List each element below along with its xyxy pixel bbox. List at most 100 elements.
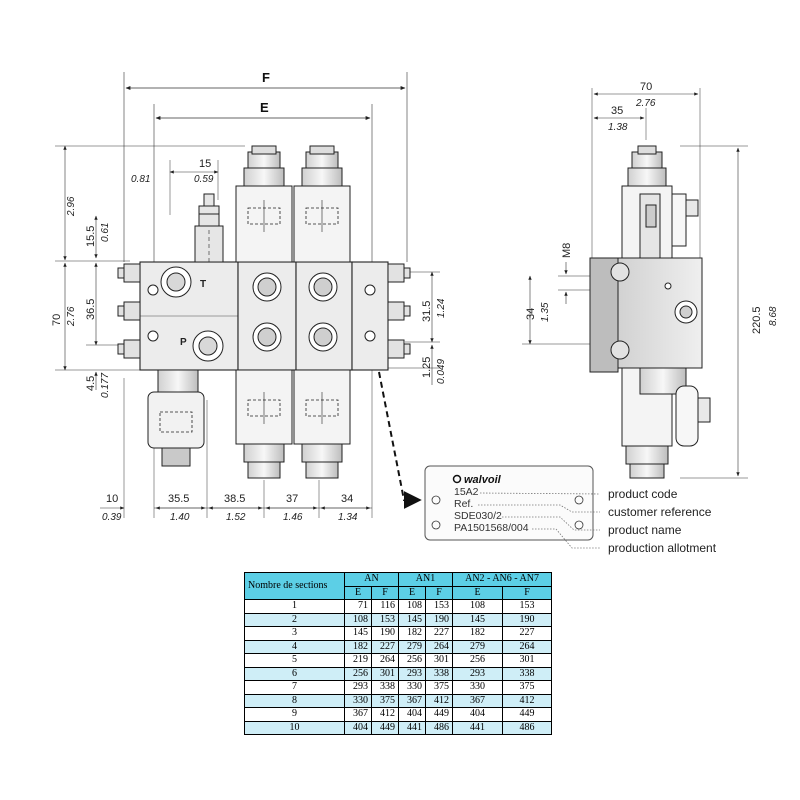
side-dim-70-mm: 70 bbox=[640, 81, 652, 93]
table-subheader-f: F bbox=[425, 585, 454, 600]
table-cell: 153 bbox=[370, 612, 400, 627]
dim-bottom-1-40-in: 1.40 bbox=[170, 512, 190, 523]
work-ports bbox=[147, 266, 376, 362]
relief-valve bbox=[194, 193, 224, 263]
table-cell: 449 bbox=[370, 720, 400, 735]
table-cell: 330 bbox=[452, 680, 504, 695]
nameplate: walvoil 15A2 Ref. SDE030/2 PA1501568/004 bbox=[424, 465, 594, 541]
table-cell: 293 bbox=[398, 666, 427, 681]
side-dim-220-5-mm: 220.5 bbox=[751, 306, 763, 334]
table-cell: 108 bbox=[398, 599, 427, 614]
table-cell: 338 bbox=[502, 666, 553, 681]
callout-customer-reference: customer reference bbox=[608, 505, 712, 519]
nameplate-product-name: SDE030/2 bbox=[454, 510, 502, 522]
table-cell: 404 bbox=[452, 707, 504, 722]
table-cell: 10 bbox=[244, 720, 345, 735]
callout-leaders bbox=[478, 492, 601, 549]
table-group-an2-an6-an7: AN2 - AN6 - AN7 bbox=[452, 572, 553, 587]
table-cell: 5 bbox=[244, 653, 345, 668]
table-cell: 145 bbox=[398, 612, 427, 627]
table-cell: 153 bbox=[425, 599, 454, 614]
table-cell: 227 bbox=[502, 626, 553, 641]
table-cell: 190 bbox=[425, 612, 454, 627]
table-cell: 412 bbox=[502, 693, 553, 708]
table-cell: 375 bbox=[370, 693, 400, 708]
dim-left-15-5-mm: 15.5 bbox=[85, 226, 97, 247]
callout-product-name: product name bbox=[608, 523, 682, 537]
table-cell: 145 bbox=[452, 612, 504, 627]
dim-bottom-35-5-mm: 35.5 bbox=[168, 493, 189, 505]
table-cell: 367 bbox=[344, 707, 372, 722]
dim-right-0-049-in: 0.049 bbox=[436, 359, 447, 384]
nameplate-ref: Ref. bbox=[454, 498, 473, 510]
table-cell: 9 bbox=[244, 707, 345, 722]
table-cell: 404 bbox=[344, 720, 372, 735]
table-cell: 301 bbox=[502, 653, 553, 668]
callout-production-allotment: production allotment bbox=[608, 541, 717, 555]
table-cell: 367 bbox=[452, 693, 504, 708]
dim-left-4-5-mm: 4.5 bbox=[85, 376, 97, 391]
table-cell: 108 bbox=[452, 599, 504, 614]
dim-right-1-25-mm: 1.25 bbox=[421, 357, 433, 378]
side-dim-1-35-in: 1.35 bbox=[540, 302, 551, 322]
table-cell: 441 bbox=[452, 720, 504, 735]
side-dim-1-38-in: 1.38 bbox=[608, 122, 628, 133]
table-cell: 330 bbox=[398, 680, 427, 695]
table-cell: 190 bbox=[502, 612, 553, 627]
table-cell: 375 bbox=[425, 680, 454, 695]
dim-label-e: E bbox=[260, 100, 269, 115]
table-cell: 449 bbox=[502, 707, 553, 722]
table-cell: 116 bbox=[370, 599, 400, 614]
dim-bottom-1-34-in: 1.34 bbox=[338, 512, 358, 523]
side-thread-m8: M8 bbox=[561, 243, 573, 258]
front-view bbox=[55, 72, 440, 518]
dim-left-36-5-mm: 36.5 bbox=[85, 299, 97, 320]
table-cell: 256 bbox=[452, 653, 504, 668]
table-cell: 293 bbox=[344, 680, 372, 695]
table-cell: 145 bbox=[344, 626, 372, 641]
side-body bbox=[589, 145, 711, 479]
table-cell: 3 bbox=[244, 626, 345, 641]
table-cell: 441 bbox=[398, 720, 427, 735]
table-cell: 264 bbox=[370, 653, 400, 668]
side-view bbox=[522, 88, 748, 479]
tie-rod-nuts bbox=[117, 263, 411, 359]
table-subheader-e: E bbox=[344, 585, 372, 600]
electric-connector bbox=[147, 369, 205, 467]
table-cell: 338 bbox=[425, 666, 454, 681]
table-group-an: AN bbox=[343, 572, 400, 587]
table-cell: 412 bbox=[370, 707, 400, 722]
table-cell: 412 bbox=[425, 693, 454, 708]
nameplate-product-code: 15A2 bbox=[454, 486, 479, 498]
table-cell: 182 bbox=[452, 626, 504, 641]
dim-pitch-in: 0.59 bbox=[194, 174, 214, 185]
side-dim-8-68-in: 8.68 bbox=[768, 306, 779, 326]
table-cell: 486 bbox=[425, 720, 454, 735]
pressure-port-label: P bbox=[180, 337, 187, 348]
walvoil-logo: walvoil bbox=[452, 474, 502, 486]
table-cell: 6 bbox=[244, 666, 345, 681]
table-cell: 375 bbox=[502, 680, 553, 695]
table-row-header: Nombre de sections bbox=[244, 572, 345, 600]
sections-dimension-table: Nombre de sections AN AN1 AN2 - AN6 - AN… bbox=[244, 572, 553, 735]
table-cell: 219 bbox=[344, 653, 372, 668]
table-cell: 190 bbox=[370, 626, 400, 641]
dim-bottom-1-46-in: 1.46 bbox=[283, 512, 303, 523]
table-cell: 486 bbox=[502, 720, 553, 735]
table-cell: 367 bbox=[398, 693, 427, 708]
table-cell: 449 bbox=[425, 707, 454, 722]
dim-left-2-96-in: 2.96 bbox=[66, 196, 77, 217]
table-cell: 7 bbox=[244, 680, 345, 695]
dim-bottom-0-39-in: 0.39 bbox=[102, 512, 122, 523]
dim-left-0-61-in: 0.61 bbox=[100, 223, 111, 242]
dim-pitch-mm: 15 bbox=[199, 158, 211, 170]
table-subheader-e: E bbox=[398, 585, 427, 600]
table-cell: 1 bbox=[244, 599, 345, 614]
nameplate-allotment: PA1501568/004 bbox=[454, 522, 529, 534]
